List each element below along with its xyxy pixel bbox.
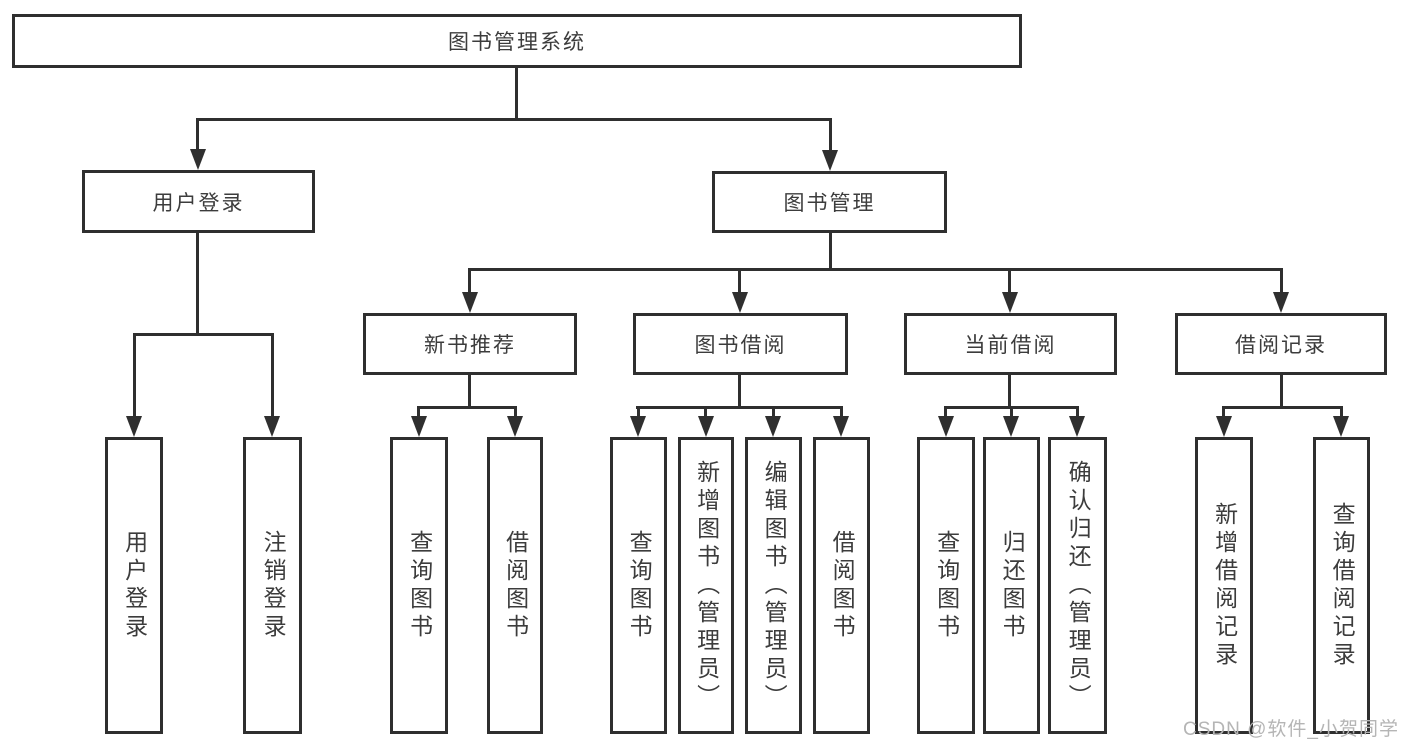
node-current-borrow: 当前借阅 [904, 313, 1117, 375]
leaf-add-borrow-record: 新增借阅记录 [1195, 437, 1253, 734]
connector-line [417, 406, 420, 418]
connector-line [1010, 406, 1013, 418]
connector-line [515, 67, 518, 120]
connector-line [196, 118, 832, 121]
leaf-borrow-books-borrow: 借阅图书 [813, 437, 870, 734]
node-label: 图书借阅 [694, 334, 787, 357]
arrowhead-down-icon [698, 416, 714, 437]
connector-line [1340, 406, 1343, 418]
arrowhead-down-icon [732, 292, 748, 313]
node-label: 当前借阅 [964, 334, 1057, 357]
arrowhead-down-icon [190, 149, 206, 170]
leaf-query-borrow-record: 查询借阅记录 [1313, 437, 1370, 734]
node-library-management-system: 图书管理系统 [12, 14, 1022, 68]
node-borrow-records: 借阅记录 [1175, 313, 1387, 375]
node-label: 用户登录 [152, 191, 245, 215]
connector-line [271, 333, 274, 418]
arrowhead-down-icon [1069, 416, 1085, 437]
node-label: 借阅记录 [1235, 334, 1327, 357]
leaf-edit-book-admin: 编辑图书（管理员） [745, 437, 802, 734]
leaf-query-books-current: 查询图书 [917, 437, 975, 734]
node-book-borrow: 图书借阅 [633, 313, 848, 375]
leaf-logout-login: 注销登录 [243, 437, 302, 734]
leaf-confirm-return-admin: 确认归还（管理员） [1048, 437, 1107, 734]
arrowhead-down-icon [411, 416, 427, 437]
watermark: CSDN @软件_小贺同学 [1183, 719, 1399, 740]
leaf-label: 编辑图书（管理员） [761, 459, 788, 712]
leaf-query-books-newbook: 查询图书 [390, 437, 448, 734]
node-user-login: 用户登录 [82, 170, 315, 233]
arrowhead-down-icon [765, 416, 781, 437]
connector-line [637, 406, 640, 418]
leaf-query-books-borrow: 查询图书 [610, 437, 667, 734]
leaf-label: 借阅图书 [829, 529, 856, 642]
connector-line [133, 333, 274, 336]
connector-line [738, 268, 741, 296]
arrowhead-down-icon [462, 292, 478, 313]
connector-line [417, 406, 517, 409]
connector-line [944, 406, 947, 418]
connector-line [772, 406, 775, 418]
connector-line [1076, 406, 1079, 418]
leaf-label: 确认归还（管理员） [1065, 459, 1092, 712]
leaf-borrow-books-newbook: 借阅图书 [487, 437, 543, 734]
connector-line [829, 232, 832, 271]
leaf-return-book: 归还图书 [983, 437, 1040, 734]
connector-line [1008, 374, 1011, 409]
node-label: 图书管理 [783, 192, 876, 215]
connector-line [704, 406, 707, 418]
arrowhead-down-icon [1216, 416, 1232, 437]
node-label: 图书管理系统 [448, 31, 586, 54]
connector-line [738, 374, 741, 409]
arrowhead-down-icon [833, 416, 849, 437]
leaf-user-login: 用户登录 [105, 437, 163, 734]
leaf-label: 查询图书 [406, 529, 433, 642]
connector-line [1280, 374, 1283, 409]
arrowhead-down-icon [630, 416, 646, 437]
leaf-label: 归还图书 [999, 529, 1026, 642]
connector-line [1008, 268, 1011, 296]
leaf-label: 注销登录 [260, 529, 287, 642]
node-label: 新书推荐 [424, 334, 516, 357]
arrowhead-down-icon [822, 150, 838, 171]
leaf-label: 新增图书（管理员） [693, 459, 720, 712]
connector-line [514, 406, 517, 418]
arrowhead-down-icon [126, 416, 142, 437]
connector-line [133, 333, 136, 418]
connector-line [196, 232, 199, 335]
connector-line [829, 118, 832, 152]
arrowhead-down-icon [264, 416, 280, 437]
leaf-label: 新增借阅记录 [1211, 501, 1238, 670]
connector-line [468, 374, 471, 409]
connector-line [636, 406, 843, 409]
arrowhead-down-icon [938, 416, 954, 437]
connector-line [196, 118, 199, 152]
leaf-label: 查询图书 [626, 529, 653, 642]
arrowhead-down-icon [1003, 416, 1019, 437]
arrowhead-down-icon [1333, 416, 1349, 437]
connector-line [840, 406, 843, 418]
leaf-label: 查询图书 [933, 529, 960, 642]
leaf-label: 用户登录 [121, 529, 148, 642]
arrowhead-down-icon [507, 416, 523, 437]
connector-line [1280, 268, 1283, 296]
arrowhead-down-icon [1273, 292, 1289, 313]
connector-line [468, 268, 1283, 271]
arrowhead-down-icon [1002, 292, 1018, 313]
leaf-label: 借阅图书 [502, 529, 529, 642]
connector-line [1222, 406, 1343, 409]
connector-line [468, 268, 471, 296]
connector-line [1222, 406, 1225, 418]
leaf-label: 查询借阅记录 [1329, 501, 1356, 670]
node-new-book-recommend: 新书推荐 [363, 313, 577, 375]
node-book-management: 图书管理 [712, 171, 947, 233]
leaf-add-book-admin: 新增图书（管理员） [678, 437, 734, 734]
